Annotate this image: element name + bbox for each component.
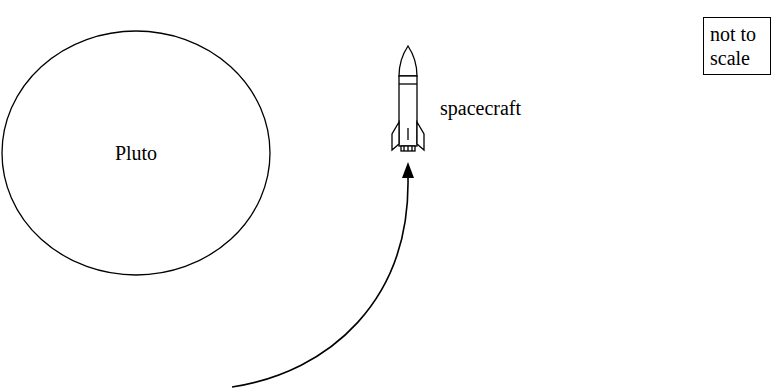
arrowhead — [402, 162, 414, 178]
spacecraft-drawing — [392, 46, 424, 151]
note-box: not to scale — [703, 17, 771, 75]
planet-circle: Pluto — [1, 30, 271, 276]
spacecraft-label: spacecraft — [440, 96, 521, 120]
planet-name: Pluto — [115, 141, 157, 165]
note-text: not to scale — [710, 22, 764, 70]
trajectory-line — [232, 178, 408, 387]
